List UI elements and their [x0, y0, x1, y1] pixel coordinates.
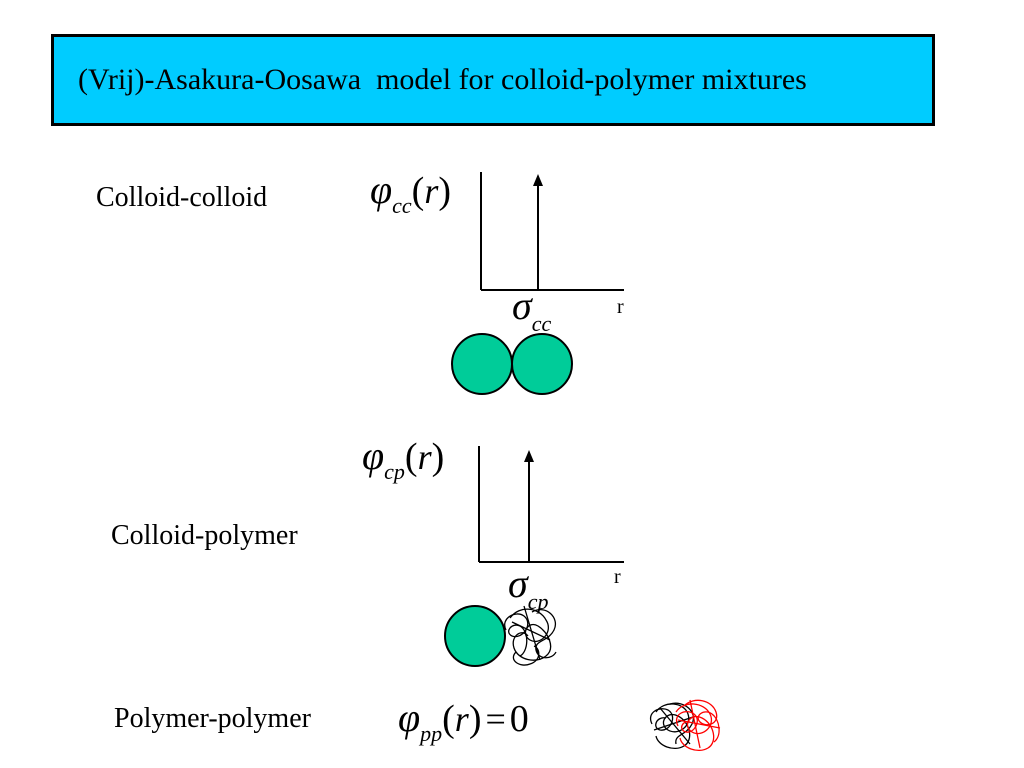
sigma-subscript: cc [531, 311, 552, 336]
phi-symbol: φ [362, 433, 385, 478]
r-variable: r [424, 171, 439, 211]
phi-cc-expression: φcc(r) [370, 166, 451, 218]
r-variable: r [454, 699, 469, 739]
colloid-polymer-label: Colloid-polymer [111, 520, 298, 551]
phi-symbol: φ [398, 695, 421, 740]
equals-sign: = [485, 699, 506, 739]
r-variable: r [417, 437, 432, 477]
colloid-colloid-label: Colloid-colloid [96, 182, 268, 213]
close-paren: ) [431, 436, 445, 478]
zero-value: 0 [509, 698, 529, 740]
sigma-symbol: σ [508, 561, 528, 606]
r-axis-label-cc: r [617, 296, 624, 318]
phi-symbol: φ [370, 167, 393, 212]
open-paren: ( [442, 698, 455, 740]
colloid-polymer-pair [444, 605, 557, 667]
phi-pp-expression: φpp(r) = 0 [398, 694, 529, 746]
phi-subscript: cc [392, 193, 412, 218]
sigma-symbol: σ [512, 283, 532, 328]
cc-arrow-head [533, 174, 543, 186]
colloid-sphere-left [451, 333, 513, 395]
sigma-cc-label: σcc [512, 282, 551, 336]
slide-title: (Vrij)-Asakura-Oosawa model for colloid-… [78, 63, 807, 96]
polymer-polymer-pair [649, 699, 721, 752]
colloid-sphere [444, 605, 506, 667]
open-paren: ( [411, 170, 425, 212]
colloid-pair [451, 333, 573, 395]
polymer-coil-black [649, 702, 697, 750]
close-paren: ) [438, 170, 451, 212]
colloid-sphere-right [511, 333, 573, 395]
phi-subscript: cp [384, 459, 405, 484]
title-banner: (Vrij)-Asakura-Oosawa model for colloid-… [51, 34, 935, 126]
cc-potential-plot [480, 172, 624, 291]
sigma-cp-label: σcp [508, 560, 549, 614]
r-axis-label-cp: r [614, 566, 621, 588]
polymer-coil-black [504, 605, 557, 666]
phi-cp-expression: φcp(r) [362, 432, 445, 484]
polymer-coil-red [675, 699, 721, 752]
sigma-subscript: cp [527, 589, 549, 614]
cp-potential-plot [478, 446, 624, 563]
cp-arrow-head [524, 450, 534, 462]
close-paren: ) [468, 698, 482, 740]
open-paren: ( [404, 436, 418, 478]
phi-subscript: pp [420, 721, 443, 746]
polymer-polymer-label: Polymer-polymer [114, 703, 311, 734]
